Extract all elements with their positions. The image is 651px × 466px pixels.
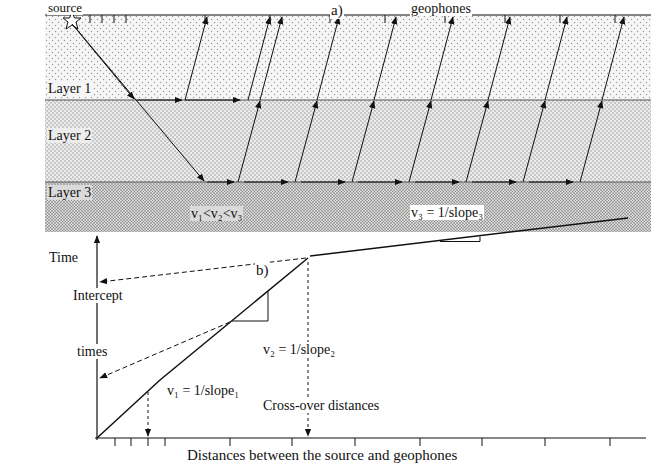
ray-arrow bbox=[602, 17, 624, 100]
intercept-extrapolation bbox=[100, 258, 306, 282]
time-axis bbox=[96, 236, 97, 440]
ray-arrow bbox=[409, 101, 431, 182]
geophone-tick bbox=[126, 15, 127, 23]
ray-arrow bbox=[137, 100, 182, 101]
layer-label: Layer 1 bbox=[47, 81, 92, 96]
ray-arrow bbox=[529, 182, 573, 183]
ray-arrow bbox=[488, 17, 510, 100]
distance-tick bbox=[131, 438, 132, 446]
ray-arrow bbox=[415, 182, 459, 183]
ray-arrow bbox=[352, 101, 374, 182]
ray-arrow bbox=[295, 101, 317, 182]
interface-line bbox=[45, 182, 651, 183]
ray-arrow bbox=[466, 101, 488, 182]
layer-label: Layer 2 bbox=[47, 128, 92, 143]
ray-arrow bbox=[185, 17, 207, 100]
panel-tag: b) bbox=[255, 262, 270, 279]
ray-arrow bbox=[244, 182, 288, 183]
ray-arrow bbox=[545, 17, 567, 100]
intercept-label: times bbox=[76, 344, 108, 359]
layer-band: Layer 2 bbox=[45, 100, 651, 182]
layer-band: Layer 1 bbox=[45, 15, 651, 100]
ray-arrow bbox=[431, 17, 453, 100]
geophone-tick bbox=[114, 15, 115, 23]
ray-arrow bbox=[580, 101, 602, 182]
geophones-label: geophones bbox=[410, 1, 472, 16]
ray-arrow bbox=[374, 17, 396, 100]
distance-tick bbox=[482, 438, 483, 446]
ray-arrow bbox=[238, 101, 260, 182]
geophone-tick bbox=[385, 15, 386, 23]
panel-tag: a) bbox=[330, 2, 344, 19]
ray-arrow bbox=[248, 17, 270, 100]
ray-paths bbox=[72, 17, 624, 182]
intercept-extrapolation bbox=[100, 322, 230, 378]
travel-time-curve bbox=[310, 218, 628, 256]
geophone-tick bbox=[505, 15, 506, 23]
distance-tick bbox=[230, 438, 231, 446]
geophone-tick bbox=[90, 15, 91, 23]
layer-band bbox=[45, 100, 651, 182]
ray-arrow bbox=[472, 182, 516, 183]
geophone-tick bbox=[560, 15, 561, 23]
distance-tick bbox=[355, 438, 356, 446]
source-label: source bbox=[47, 1, 83, 15]
intercept-label: Intercept bbox=[72, 288, 124, 303]
ray-arrow bbox=[74, 26, 204, 181]
slope-label: v₂ = 1/slope₂ bbox=[262, 342, 336, 357]
ray-arrow bbox=[207, 182, 234, 183]
ray-arrow bbox=[523, 101, 545, 182]
slope-triangle bbox=[232, 291, 268, 321]
geophone-ticks bbox=[90, 15, 615, 23]
ray-arrow bbox=[260, 17, 282, 100]
layer-band bbox=[45, 15, 651, 100]
geophone-tick bbox=[102, 15, 103, 23]
ray-arrow bbox=[358, 182, 402, 183]
geophone-tick bbox=[205, 15, 206, 23]
distance-axis bbox=[95, 437, 646, 438]
layer-label: v₁<v₂<v₃ bbox=[190, 206, 243, 221]
geophone-tick bbox=[270, 15, 271, 23]
ray-arrow bbox=[317, 17, 339, 100]
axis-title: Distances between the source and geophon… bbox=[186, 447, 458, 464]
slope-triangle bbox=[440, 237, 480, 242]
layer-label: Layer 3 bbox=[47, 185, 92, 200]
distance-tick bbox=[165, 438, 166, 446]
ray-arrow bbox=[301, 182, 345, 183]
distance-ticks bbox=[115, 438, 610, 446]
distance-tick bbox=[148, 438, 149, 446]
geophone-tick bbox=[615, 15, 616, 23]
crossover-arrow bbox=[148, 392, 149, 436]
slope-label: v₁ = 1/slope₁ bbox=[166, 383, 240, 398]
layer-band: Layer 3 v₁<v₂<v₃ bbox=[45, 182, 651, 232]
distance-tick bbox=[545, 438, 546, 446]
layer-band bbox=[45, 182, 651, 232]
slope-label: v₃ = 1/slope₃ bbox=[410, 205, 484, 220]
distance-tick bbox=[610, 438, 611, 446]
distance-tick bbox=[420, 438, 421, 446]
axis-title: Time bbox=[48, 250, 79, 265]
distance-tick bbox=[292, 438, 293, 446]
ray-arrow bbox=[185, 100, 240, 101]
crossover-label: Cross-over distances bbox=[262, 398, 380, 413]
distance-tick bbox=[115, 438, 116, 446]
